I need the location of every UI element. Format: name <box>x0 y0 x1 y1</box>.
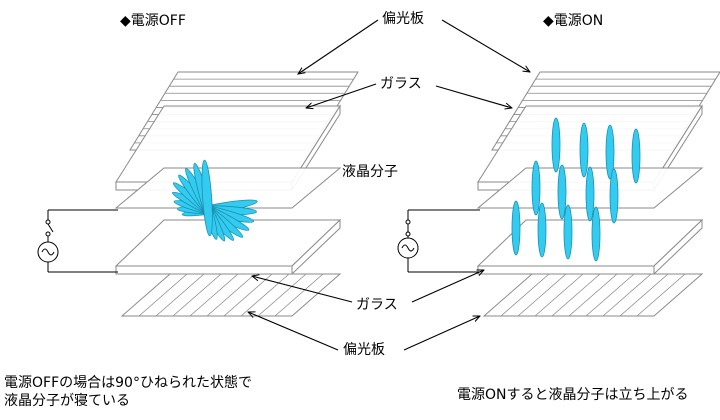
label-glass-bottom: ガラス <box>356 297 398 313</box>
switch-contact <box>405 219 411 225</box>
switch-contact <box>405 231 411 237</box>
lc-molecule <box>605 124 615 180</box>
stripe-line <box>240 273 290 317</box>
label-polarizer-bottom: 偏光板 <box>343 342 385 358</box>
arrow-polarizer-bottom-left <box>248 312 339 351</box>
caption-left-line2: 液晶分子が寝ている <box>4 393 130 409</box>
arrow-glass-bottom-right <box>411 269 484 303</box>
stripe-line <box>223 273 273 317</box>
stripe-line <box>500 273 550 317</box>
stripe-line <box>602 273 652 317</box>
bottom-polarizer <box>120 273 342 317</box>
label-polarizer-top: 偏光板 <box>382 11 424 27</box>
lc-upper-plate-face <box>114 167 342 209</box>
lc-molecule <box>591 206 601 262</box>
arrow-polarizer-top-left <box>298 19 379 74</box>
stripe-line <box>206 273 256 317</box>
arrow-glass-top-left <box>306 83 377 108</box>
arrow-polarizer-top-right <box>441 19 530 72</box>
lc-molecules <box>511 117 641 262</box>
stripe-line <box>172 273 222 317</box>
callout-arrows <box>248 19 530 351</box>
stripe-line <box>257 273 307 317</box>
arrow-glass-bottom-left <box>252 276 353 303</box>
stripe-line <box>189 273 239 317</box>
lc-molecule <box>537 202 547 258</box>
switch-contact <box>45 219 51 225</box>
ac-wave <box>41 248 55 256</box>
stripe-line <box>138 273 188 317</box>
stripe-line <box>517 273 567 317</box>
stripe-line <box>274 273 324 317</box>
caption-left-line1: 電源OFFの場合は90°ひねられた状態で <box>4 375 252 391</box>
caption-right: 電源ONすると液晶分子は立ち上がる <box>457 387 689 403</box>
lc-molecule <box>531 160 541 216</box>
lc-molecule <box>557 164 567 220</box>
left-panel-stack <box>37 71 359 317</box>
bottom-polarizer <box>482 273 704 317</box>
lc-molecule <box>585 166 595 222</box>
stripe-line <box>619 273 669 317</box>
label-liquid-crystal: 液晶分子 <box>342 164 398 180</box>
lc-molecule <box>551 117 561 173</box>
stripe-line <box>568 273 618 317</box>
arrow-polarizer-bottom-right <box>403 316 480 351</box>
ac-wave <box>401 244 415 252</box>
left-title: ◆電源OFF <box>120 13 186 29</box>
stripe-line <box>551 273 601 317</box>
lc-molecule <box>631 128 641 184</box>
lc-molecules <box>172 159 258 242</box>
bottom-glass-edge <box>477 265 655 275</box>
bottom-glass <box>476 218 704 276</box>
lc-molecule <box>511 200 521 256</box>
stripe-line <box>636 273 686 317</box>
bottom-glass-edge <box>115 265 293 275</box>
switch-icon <box>45 219 54 237</box>
arrow-glass-top-right <box>435 85 512 108</box>
lc-molecule <box>579 122 589 178</box>
lc-molecule <box>609 168 619 224</box>
lc-upper-plate <box>114 167 342 209</box>
lc-molecule <box>201 159 213 237</box>
bottom-glass <box>114 218 342 276</box>
switch-icon <box>405 219 411 237</box>
ac-source-icon <box>397 237 419 259</box>
stripe-line <box>585 273 635 317</box>
lc-molecule <box>563 204 573 260</box>
label-glass-top: ガラス <box>380 76 422 92</box>
stripe-line <box>534 273 584 317</box>
ac-source-icon <box>37 241 59 263</box>
switch-lever <box>47 223 54 233</box>
switch-contact <box>45 231 51 237</box>
caption-left: 電源OFFの場合は90°ひねられた状態で 液晶分子が寝ている <box>4 374 252 410</box>
right-title: ◆電源ON <box>543 13 604 29</box>
right-panel-stack <box>397 71 720 317</box>
stripe-line <box>155 273 205 317</box>
